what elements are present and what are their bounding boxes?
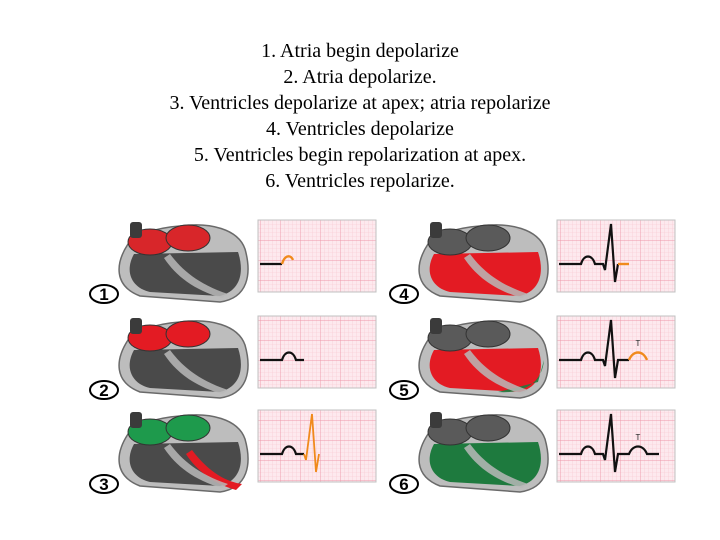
ecg-current-segment xyxy=(280,255,295,265)
panel-number: 5 xyxy=(399,381,408,400)
ecg-t-label: T xyxy=(636,433,641,442)
panel-number-badge xyxy=(89,474,119,494)
panel-number-badge xyxy=(389,380,419,400)
caption: 1. Atria begin depolarize 2. Atria depol… xyxy=(0,38,720,194)
ecg-trace xyxy=(260,351,304,362)
ecg-trace xyxy=(559,413,659,473)
caption-line-4: 4. Ventricles depolarize xyxy=(266,118,454,140)
great-vessel xyxy=(430,412,442,428)
ecg-t-label: T xyxy=(636,339,641,348)
panel-number-badge xyxy=(389,284,419,304)
septum xyxy=(464,254,528,298)
right-atrium xyxy=(465,224,511,252)
panel-4: 4 xyxy=(389,219,676,304)
great-vessel xyxy=(430,318,442,334)
caption-line-6: 6. Ventricles repolarize. xyxy=(265,170,455,192)
panel-number-badge xyxy=(89,380,119,400)
ecg-current-segment xyxy=(303,413,320,473)
caption-line-3: 3. Ventricles depolarize at apex; atria … xyxy=(169,92,551,114)
ecg-current-segment xyxy=(627,351,649,361)
caption-line-5: 5. Ventricles begin repolarization at ap… xyxy=(193,144,527,166)
right-atrium xyxy=(165,320,211,348)
septum xyxy=(164,350,228,394)
right-atrium xyxy=(465,320,511,348)
depolarizing-septum xyxy=(186,450,242,490)
right-atrium xyxy=(465,414,511,442)
great-vessel xyxy=(130,318,142,334)
panel-number-badge xyxy=(89,284,119,304)
great-vessel xyxy=(130,412,142,428)
great-vessel xyxy=(130,222,142,238)
panel-number-badge xyxy=(389,474,419,494)
panel-number: 4 xyxy=(399,285,409,304)
panel-1: 1 xyxy=(89,219,377,304)
ecg-trace xyxy=(559,319,629,379)
panel-number: 1 xyxy=(99,285,108,304)
panel-number: 3 xyxy=(99,475,108,494)
panel-2: 2 xyxy=(89,315,377,400)
caption-line-1: 1. Atria begin depolarize xyxy=(261,40,459,62)
right-atrium xyxy=(165,414,211,442)
septum xyxy=(464,444,528,488)
panel-3: 3 xyxy=(89,409,377,494)
panel-number: 2 xyxy=(99,381,108,400)
panel-6: 6T xyxy=(389,409,676,494)
ecg-trace xyxy=(260,445,304,456)
ecg-grid xyxy=(257,219,377,293)
panel-5: 5T xyxy=(389,315,676,400)
ecg-trace xyxy=(559,223,620,283)
septum xyxy=(464,350,528,394)
septum xyxy=(164,254,228,298)
panel-number: 6 xyxy=(399,475,408,494)
great-vessel xyxy=(430,222,442,238)
ecg-grid xyxy=(257,315,377,389)
right-atrium xyxy=(165,224,211,252)
septum xyxy=(164,444,228,488)
caption-line-2: 2. Atria depolarize. xyxy=(283,66,437,88)
